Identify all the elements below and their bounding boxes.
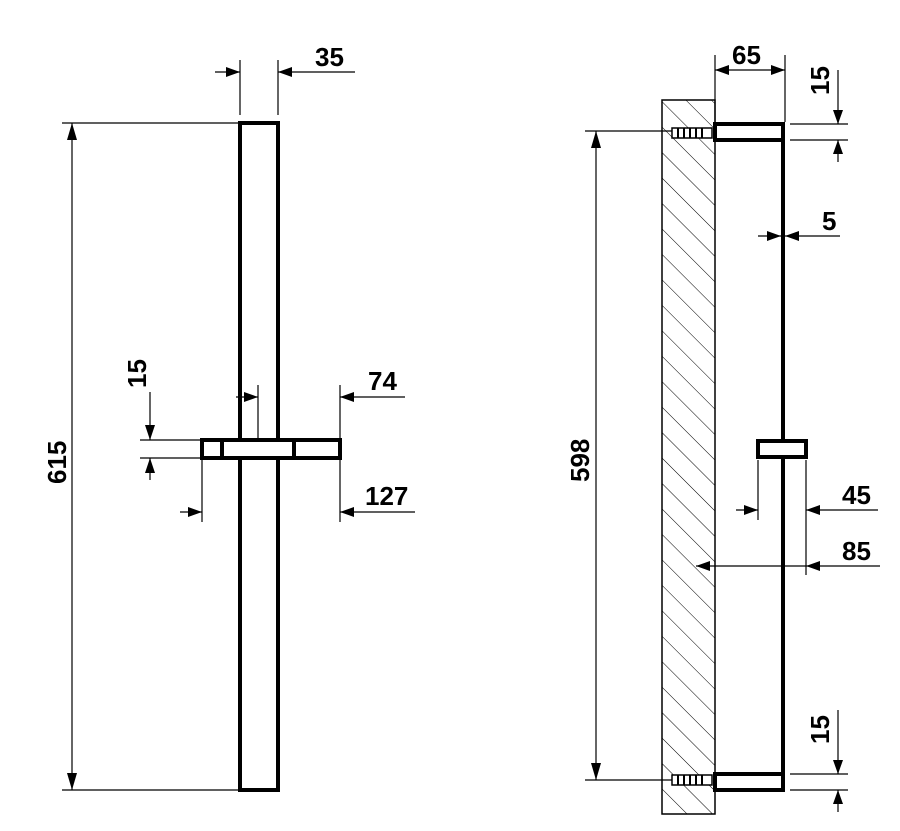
top-bracket — [713, 122, 785, 142]
dim-label-side-bottom-bracket: 15 — [805, 715, 835, 744]
dim-label-side-depth: 65 — [732, 40, 761, 70]
dim-side-depth: 65 — [714, 40, 786, 122]
dim-front-width: 35 — [215, 42, 355, 115]
dim-label-side-top-bracket: 15 — [805, 66, 835, 95]
front-slider-hub — [220, 438, 296, 460]
dim-side-bottom-bracket: 15 — [790, 710, 848, 812]
side-view: 65 15 5 598 — [565, 40, 880, 815]
dim-slider-thickness: 15 — [122, 359, 200, 480]
dim-label-front-width: 35 — [315, 42, 344, 72]
bottom-screw-icon — [671, 774, 713, 786]
dim-label-slider-outer: 127 — [365, 481, 408, 511]
dim-slider-inner: 74 — [236, 366, 405, 440]
front-view: 35 615 15 74 — [42, 42, 415, 792]
dim-label-side-slider: 45 — [842, 480, 871, 510]
wall-border — [661, 99, 716, 815]
dim-side-total: 85 — [696, 520, 880, 575]
dim-label-side-bar-dia: 5 — [822, 206, 836, 236]
dim-label-front-height: 615 — [42, 441, 72, 484]
dim-side-bar-dia: 5 — [758, 206, 840, 241]
side-slider — [756, 439, 808, 459]
wall-section — [662, 100, 715, 814]
dim-slider-outer: 127 — [180, 460, 415, 522]
top-screw-icon — [671, 127, 713, 139]
dim-side-height: 598 — [565, 130, 672, 781]
dim-label-slider-inner: 74 — [368, 366, 397, 396]
dim-side-top-bracket: 15 — [790, 66, 848, 162]
dim-label-slider-thickness: 15 — [122, 359, 152, 388]
dim-label-side-total: 85 — [842, 536, 871, 566]
dim-side-slider: 45 — [736, 460, 878, 520]
bottom-bracket — [713, 772, 785, 792]
dim-front-height: 615 — [42, 122, 240, 791]
dim-label-side-height: 598 — [565, 439, 595, 482]
